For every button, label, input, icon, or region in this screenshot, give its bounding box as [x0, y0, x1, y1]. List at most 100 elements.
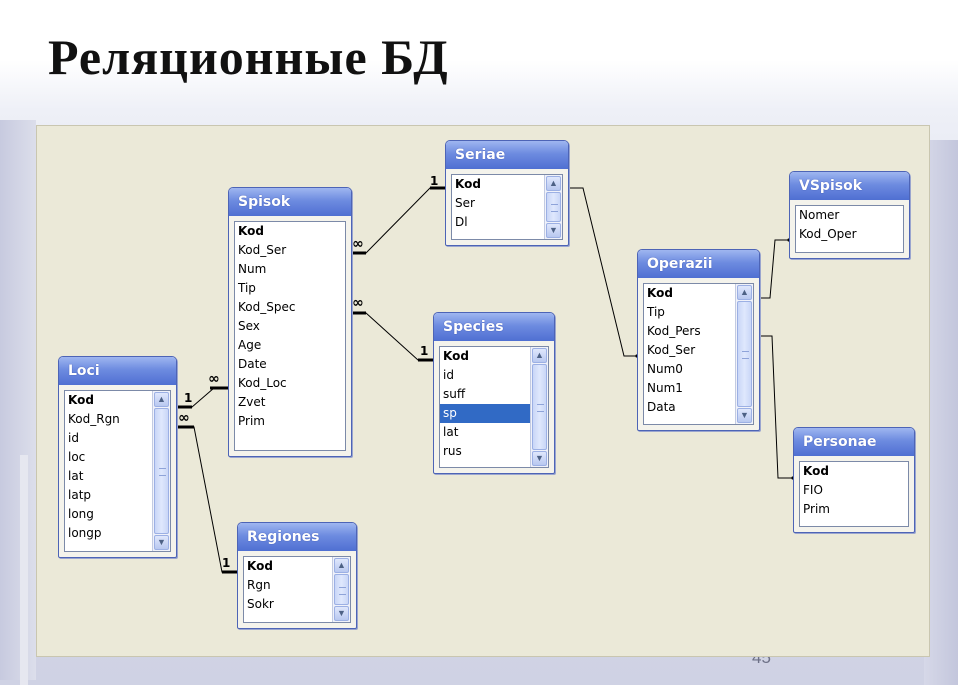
table-seriae-scrollbar[interactable]: ▲▼ [544, 175, 562, 239]
field-loci-kod[interactable]: Kod [68, 393, 94, 407]
field-vspisok-kod_oper[interactable]: Kod_Oper [799, 227, 857, 241]
scroll-grip-icon [339, 586, 346, 595]
scroll-grip-icon [537, 404, 544, 412]
field-loci-lat[interactable]: lat [68, 469, 84, 483]
field-loci-latp[interactable]: latp [68, 488, 92, 502]
field-operazii-data[interactable]: Data [647, 400, 676, 414]
field-spisok-kod[interactable]: Kod [238, 224, 264, 238]
rel-line-spisok-seriae [350, 187, 445, 254]
field-species-lat[interactable]: lat [443, 425, 459, 439]
field-regiones-sokr[interactable]: Sokr [247, 597, 274, 611]
table-loci-scrollbar[interactable]: ▲▼ [152, 391, 170, 551]
scroll-up-arrow-icon[interactable]: ▲ [334, 558, 349, 573]
field-spisok-prim[interactable]: Prim [238, 414, 265, 428]
scroll-thumb[interactable] [737, 301, 752, 407]
table-operazii-title[interactable]: Operazii [638, 250, 759, 278]
field-seriae-kod[interactable]: Kod [455, 177, 481, 191]
scroll-down-arrow-icon[interactable]: ▼ [154, 535, 169, 550]
rel-line-loci-spisok [175, 387, 228, 408]
field-seriae-ser[interactable]: Ser [455, 196, 475, 210]
table-regiones-scrollbar[interactable]: ▲▼ [332, 557, 350, 622]
table-personae-title[interactable]: Personae [794, 428, 914, 456]
table-species-scrollbar[interactable]: ▲▼ [530, 347, 548, 467]
field-loci-loc[interactable]: loc [68, 450, 86, 464]
field-personae-prim[interactable]: Prim [803, 502, 830, 516]
cardinality-one-label: 1 [222, 556, 231, 570]
scroll-thumb[interactable] [546, 192, 561, 222]
field-operazii-num0[interactable]: Num0 [647, 362, 683, 376]
field-loci-long[interactable]: long [68, 507, 94, 521]
field-loci-id[interactable]: id [68, 431, 79, 445]
scroll-up-arrow-icon[interactable]: ▲ [546, 176, 561, 191]
table-seriae-title[interactable]: Seriae [446, 141, 568, 169]
cardinality-one-label: 1 [420, 344, 429, 358]
field-spisok-zvet[interactable]: Zvet [238, 395, 266, 409]
table-operazii-scrollbar[interactable]: ▲▼ [735, 284, 753, 424]
scroll-down-arrow-icon[interactable]: ▼ [546, 223, 561, 238]
field-regiones-kod[interactable]: Kod [247, 559, 273, 573]
field-species-sp[interactable]: sp [440, 404, 530, 423]
field-spisok-tip[interactable]: Tip [238, 281, 256, 295]
scroll-up-arrow-icon[interactable]: ▲ [154, 392, 169, 407]
scroll-down-arrow-icon[interactable]: ▼ [737, 408, 752, 423]
field-loci-kod_rgn[interactable]: Kod_Rgn [68, 412, 120, 426]
cardinality-one-label: 1 [184, 391, 193, 405]
table-regiones-title[interactable]: Regiones [238, 523, 356, 551]
table-spisok-title[interactable]: Spisok [229, 188, 351, 216]
field-species-suff[interactable]: suff [443, 387, 466, 401]
scroll-up-arrow-icon[interactable]: ▲ [737, 285, 752, 300]
field-spisok-num[interactable]: Num [238, 262, 267, 276]
field-species-id[interactable]: id [443, 368, 454, 382]
scroll-grip-icon [159, 468, 166, 476]
field-operazii-kod_pers[interactable]: Kod_Pers [647, 324, 701, 338]
cardinality-many-label: ∞ [352, 236, 364, 252]
scroll-down-arrow-icon[interactable]: ▼ [334, 606, 349, 621]
field-vspisok-nomer[interactable]: Nomer [799, 208, 840, 222]
field-operazii-num1[interactable]: Num1 [647, 381, 683, 395]
field-spisok-date[interactable]: Date [238, 357, 267, 371]
field-spisok-kod_spec[interactable]: Kod_Spec [238, 300, 296, 314]
table-species-title[interactable]: Species [434, 313, 554, 341]
table-vspisok-title[interactable]: VSpisok [790, 172, 909, 200]
scroll-thumb[interactable] [334, 574, 349, 605]
field-seriae-dl[interactable]: Dl [455, 215, 468, 229]
field-species-rus[interactable]: rus [443, 444, 462, 458]
slide-decor-stripe [20, 455, 28, 685]
field-spisok-kod_loc[interactable]: Kod_Loc [238, 376, 287, 390]
field-personae-kod[interactable]: Kod [803, 464, 829, 478]
field-species-kod[interactable]: Kod [443, 349, 469, 363]
field-operazii-kod_ser[interactable]: Kod_Ser [647, 343, 696, 357]
field-personae-fio[interactable]: FIO [803, 483, 823, 497]
field-spisok-sex[interactable]: Sex [238, 319, 260, 333]
scroll-down-arrow-icon[interactable]: ▼ [532, 451, 547, 466]
field-operazii-tip[interactable]: Tip [647, 305, 665, 319]
cardinality-many-label: ∞ [208, 371, 220, 387]
scroll-thumb[interactable] [154, 408, 169, 534]
table-loci-title[interactable]: Loci [59, 357, 176, 385]
field-regiones-rgn[interactable]: Rgn [247, 578, 271, 592]
cardinality-one-label: 1 [430, 174, 439, 188]
field-spisok-kod_ser[interactable]: Kod_Ser [238, 243, 287, 257]
field-operazii-kod[interactable]: Kod [647, 286, 673, 300]
scroll-thumb[interactable] [532, 364, 547, 450]
field-spisok-age[interactable]: Age [238, 338, 262, 352]
scroll-up-arrow-icon[interactable]: ▲ [532, 348, 547, 363]
field-loci-longp[interactable]: longp [68, 526, 102, 540]
